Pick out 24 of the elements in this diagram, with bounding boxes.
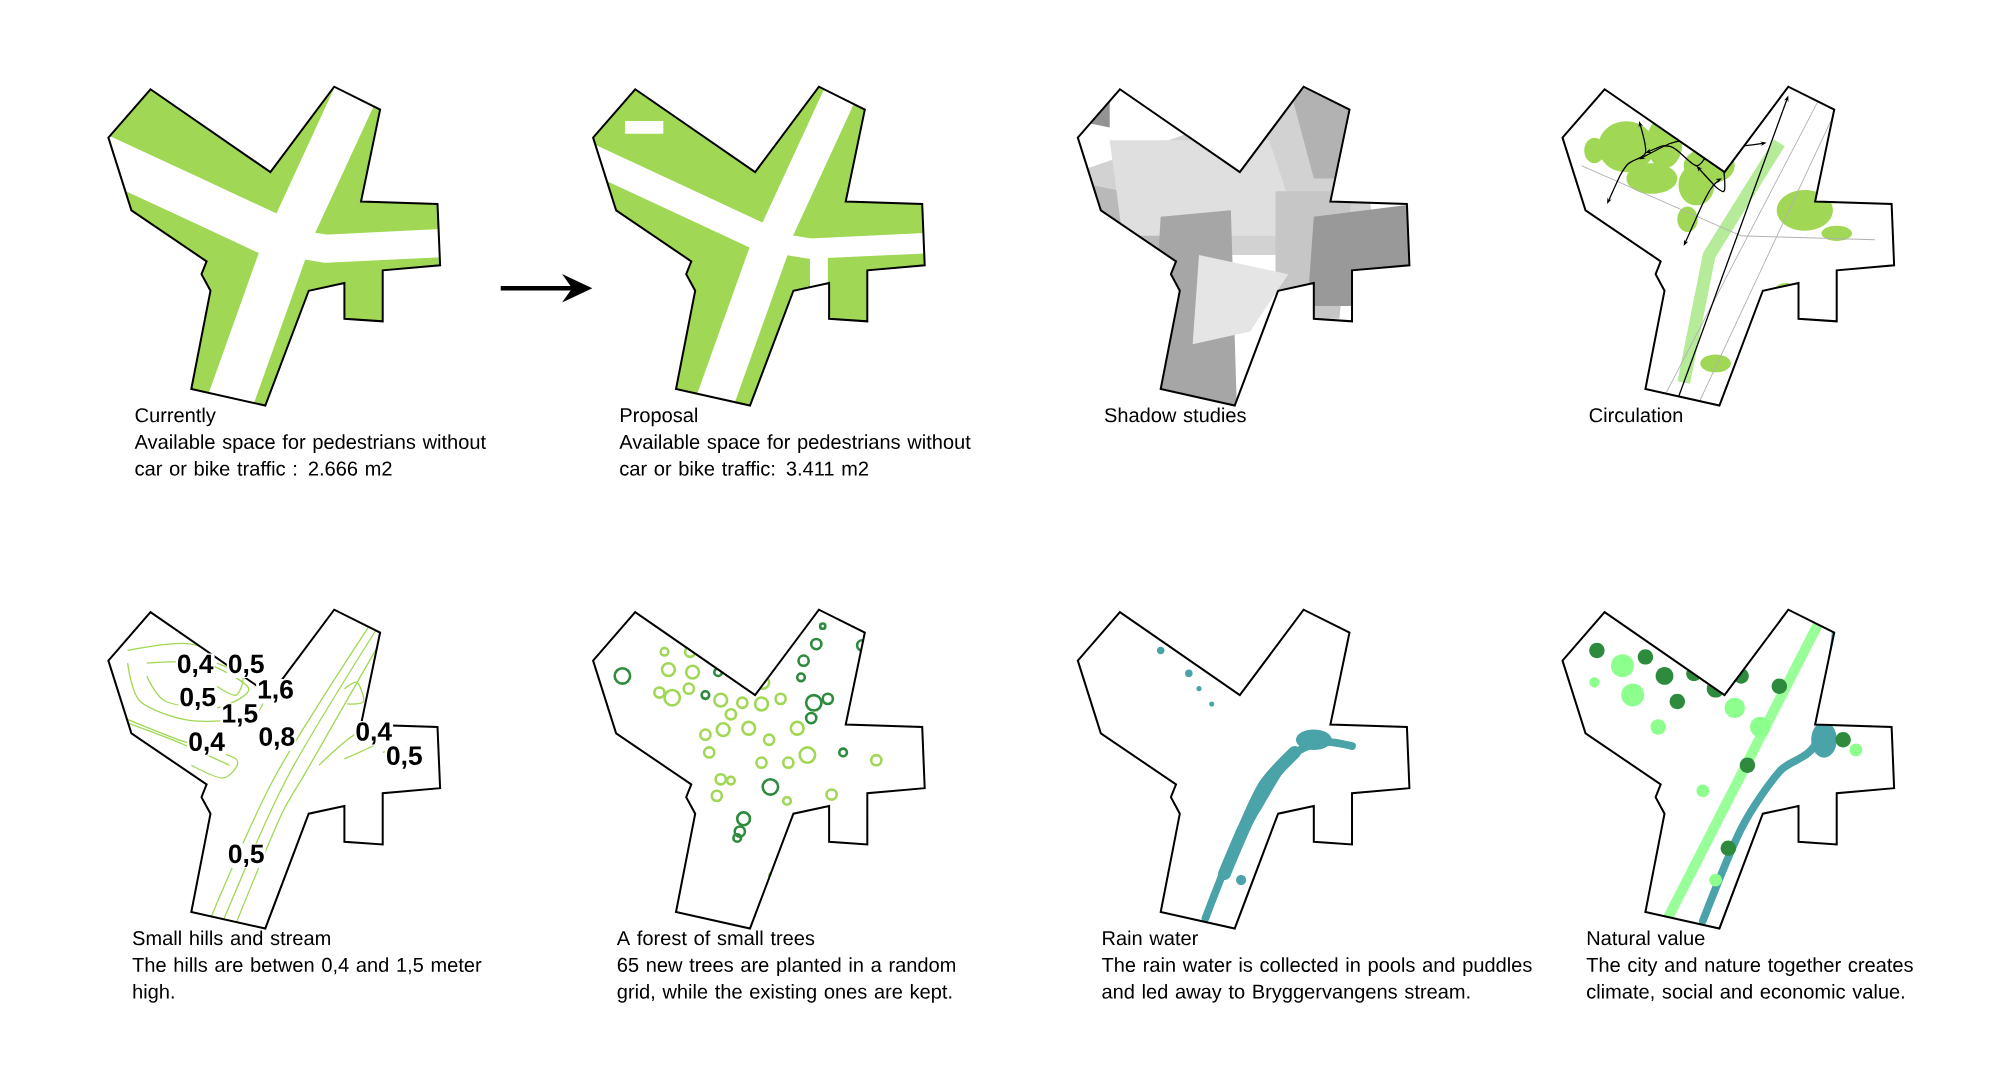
caption-heading: Small hills and stream [133,930,330,946]
height-label: 0,4 [354,721,394,746]
height-label: 0,8 [257,726,297,751]
caption-text: 65 new trees are planted in a random grid, while the existing ones are kept. [617,957,956,1003]
caption-heading: Shadow studies [1104,407,1246,423]
caption-text: Available space for pedestrians without car or bike traffic: 3.411 m2 [619,434,971,476]
height-label: 0,5 [178,686,218,712]
caption-heading: Natural value [1587,930,1705,946]
caption-text: The rain water is collected in pools and puddles and led away to Bryggervangens stream. [1101,957,1532,1003]
caption-heading: Circulation [1589,407,1682,423]
caption-heading: Proposal [620,407,697,427]
height-label: 0,5 [384,745,424,771]
height-label: 0,4 [187,731,226,757]
height-label: 0,5 [226,653,266,679]
caption-heading: Currently [135,407,216,427]
caption-text: The city and nature together creates climate, social and economic value. [1586,957,1913,1002]
height-label: 1,6 [256,679,295,704]
caption-heading: A forest of small trees [616,930,815,946]
caption-text: Available space for pedestrians without car or bike traffic : 2.666 m2 [134,434,486,476]
caption-text: The hills are betwen 0,4 and 1,5 meter high. [132,957,482,1003]
caption-heading: Rain water [1103,930,1198,946]
height-label: 1,5 [220,703,260,728]
height-label: 0,5 [226,843,266,869]
height-label: 0,4 [175,653,215,679]
